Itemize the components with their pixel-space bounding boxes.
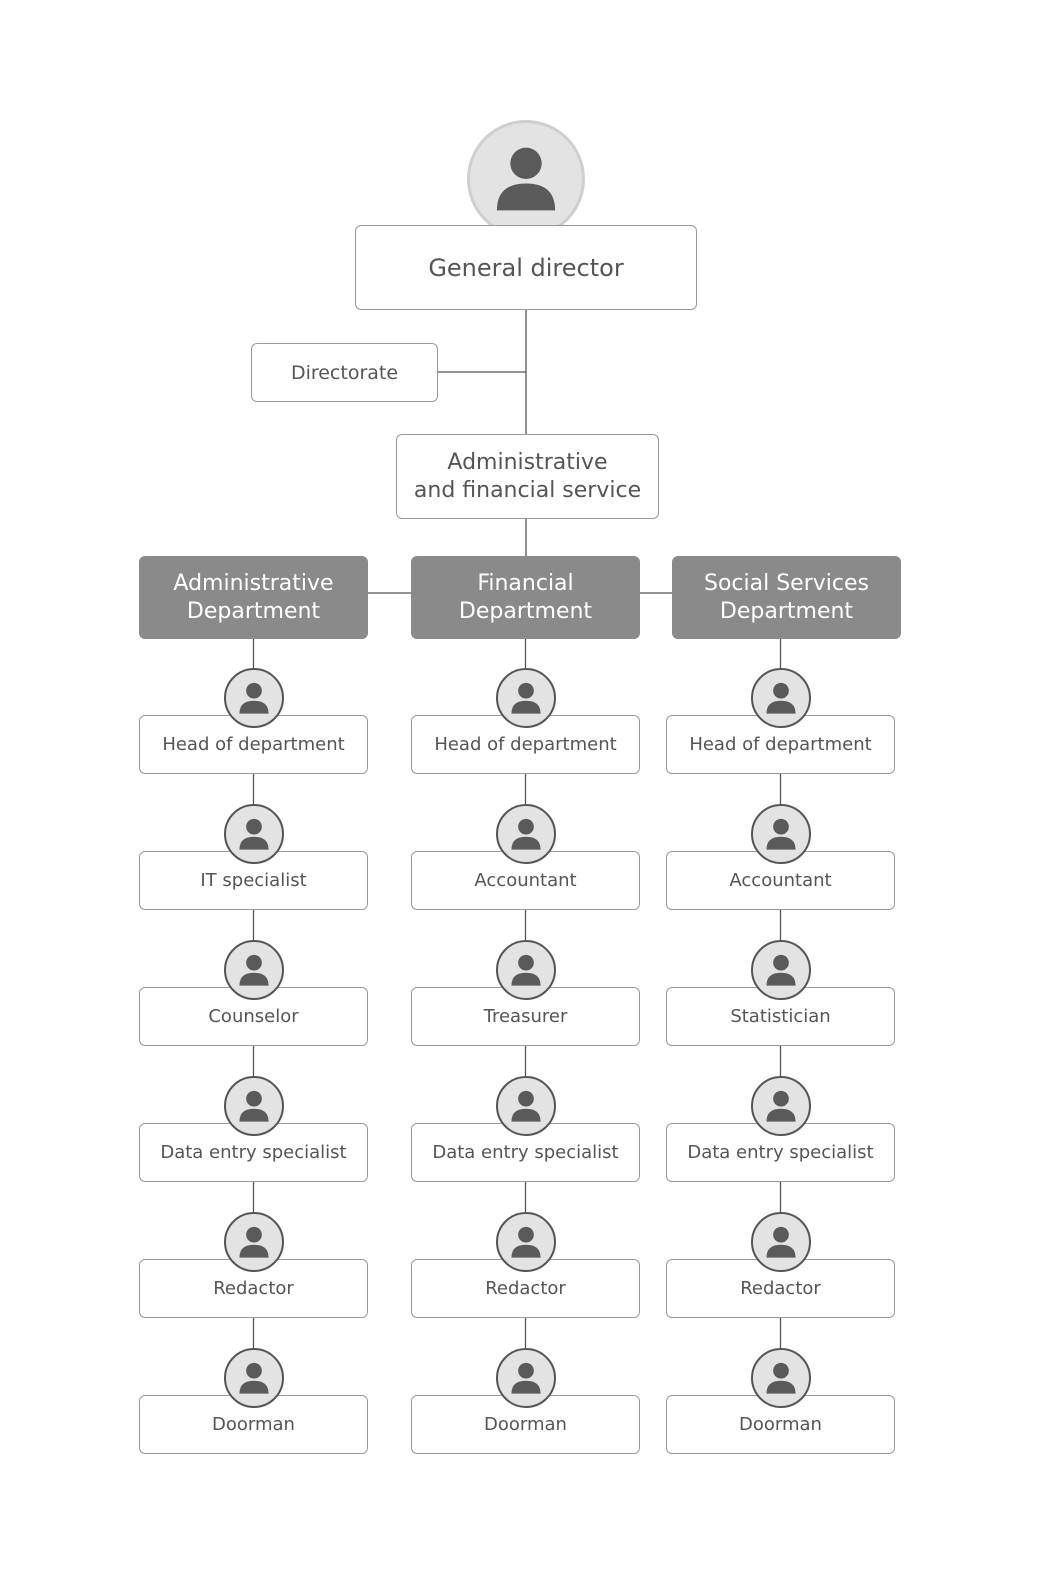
person-avatar-icon — [223, 668, 284, 728]
position-label: Accountant — [729, 870, 832, 891]
directorate-label: Directorate — [290, 361, 399, 384]
person-avatar-icon — [223, 804, 284, 864]
position-label: Data entry specialist — [432, 1142, 619, 1163]
admin-financial-service-box[interactable]: Administrative and financial service — [396, 434, 659, 519]
position-box[interactable]: Accountant — [666, 851, 895, 910]
person-avatar-icon — [495, 668, 556, 728]
department-title-line1: Financial — [477, 570, 574, 596]
person-avatar-icon — [495, 1076, 556, 1136]
general-director-avatar-icon — [467, 120, 585, 238]
department-title-line1: Social Services — [704, 570, 869, 596]
person-avatar-icon — [223, 1348, 284, 1408]
person-avatar-icon — [223, 1212, 284, 1272]
position-label: Redactor — [213, 1278, 294, 1299]
person-avatar-icon — [495, 940, 556, 1000]
directorate-box[interactable]: Directorate — [251, 343, 438, 402]
position-label: Statistician — [730, 1006, 831, 1027]
position-label: Accountant — [474, 870, 577, 891]
position-box[interactable]: Head of department — [411, 715, 640, 774]
position-label: Treasurer — [483, 1006, 568, 1027]
position-label: Doorman — [212, 1414, 295, 1435]
position-label: Head of department — [689, 734, 872, 755]
service-title-line1: Administrative — [447, 449, 608, 475]
position-box[interactable]: Head of department — [666, 715, 895, 774]
position-label: Counselor — [208, 1006, 299, 1027]
general-director-box[interactable]: General director — [355, 225, 697, 310]
person-avatar-icon — [223, 1076, 284, 1136]
department-title-line2: Department — [186, 598, 321, 624]
person-avatar-icon — [750, 940, 811, 1000]
person-avatar-icon — [750, 804, 811, 864]
person-avatar-icon — [223, 940, 284, 1000]
person-avatar-icon — [495, 1348, 556, 1408]
department-title-line2: Department — [458, 598, 593, 624]
position-label: Head of department — [162, 734, 345, 755]
person-avatar-icon — [750, 1348, 811, 1408]
person-avatar-icon — [750, 668, 811, 728]
department-title-line2: Department — [719, 598, 854, 624]
position-label: Data entry specialist — [687, 1142, 874, 1163]
department-title-line1: Administrative — [173, 570, 334, 596]
position-box[interactable]: Data entry specialist — [666, 1123, 895, 1182]
position-box[interactable]: Data entry specialist — [411, 1123, 640, 1182]
general-director-label: General director — [428, 253, 624, 282]
service-title-line2: and financial service — [413, 477, 642, 503]
admin-financial-service-label: Administrative and financial service — [414, 449, 641, 505]
position-label: Data entry specialist — [160, 1142, 347, 1163]
person-avatar-icon — [495, 1212, 556, 1272]
position-label: Doorman — [739, 1414, 822, 1435]
person-avatar-icon — [750, 1076, 811, 1136]
person-avatar-icon — [495, 804, 556, 864]
position-label: Redactor — [485, 1278, 566, 1299]
position-label: IT specialist — [200, 870, 307, 891]
position-label: Doorman — [484, 1414, 567, 1435]
position-box[interactable]: IT specialist — [139, 851, 368, 910]
position-label: Head of department — [434, 734, 617, 755]
position-label: Redactor — [740, 1278, 821, 1299]
person-avatar-icon — [750, 1212, 811, 1272]
